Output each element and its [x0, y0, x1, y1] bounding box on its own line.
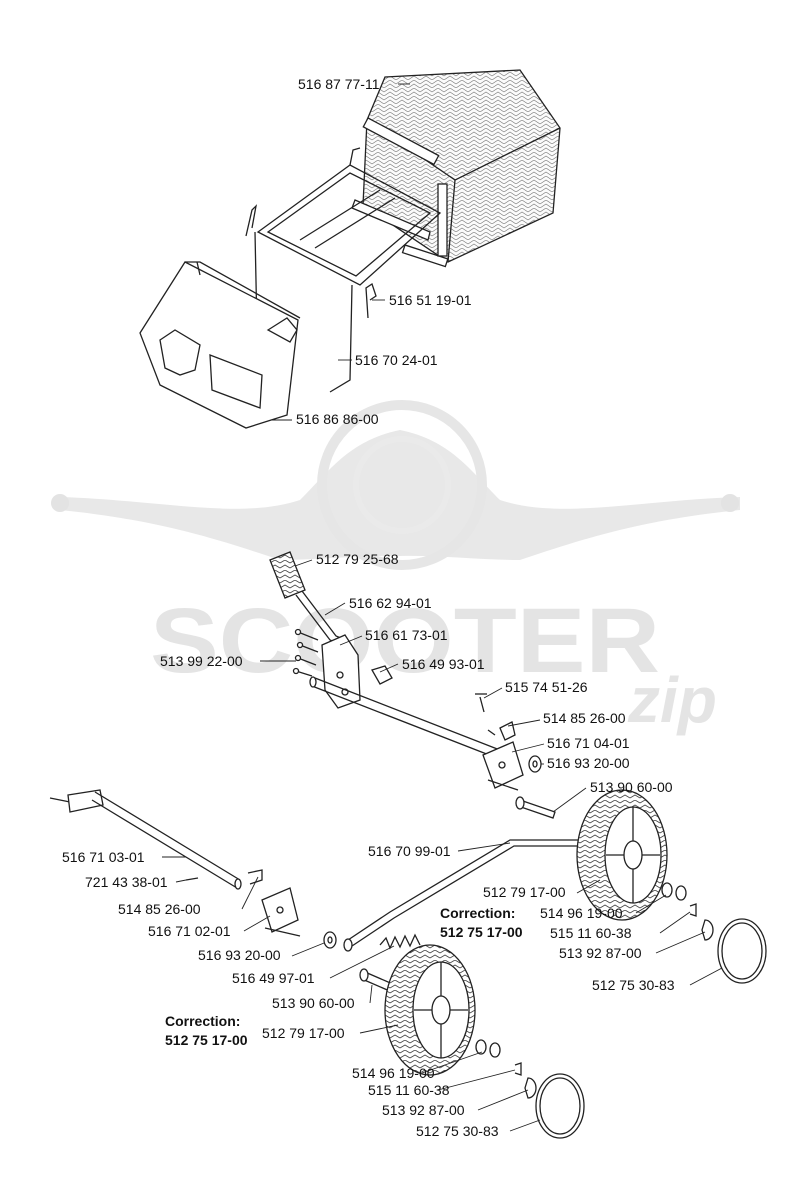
label-cap-wheel-left: 512 75 30-83 — [416, 1123, 499, 1139]
washer-right — [528, 755, 542, 773]
label-clip-left: 514 85 26-00 — [118, 901, 201, 917]
spring — [379, 933, 421, 950]
label-clip-wheel-left: 513 92 87-00 — [382, 1102, 465, 1118]
correction-right-part: 512 75 17-00 — [440, 924, 523, 940]
main-axle-rod — [309, 676, 506, 761]
washers-wheel-left — [475, 1039, 501, 1058]
label-bag-pin: 516 51 19-01 — [389, 292, 472, 308]
label-wheel-left: 512 79 17-00 — [262, 1025, 345, 1041]
wheel-left — [384, 944, 476, 1076]
left-shaft — [49, 789, 242, 890]
label-bag: 516 87 77-11 — [298, 76, 380, 92]
bracket-screws — [292, 628, 319, 677]
label-washer-wheel-right: 514 96 19-00 — [540, 905, 623, 921]
clip-wheel-right — [701, 919, 714, 941]
right-bracket — [482, 741, 524, 791]
label-bag-frame: 516 70 24-01 — [355, 352, 438, 368]
label-lever-bracket: 516 61 73-01 — [365, 627, 448, 643]
bag-pin-right — [365, 282, 377, 319]
label-clip-top: 516 49 93-01 — [402, 656, 485, 672]
label-lever: 516 62 94-01 — [349, 595, 432, 611]
label-clip-right: 514 85 26-00 — [543, 710, 626, 726]
correction-left-title: Correction: — [165, 1013, 240, 1029]
left-washer — [323, 931, 337, 949]
watermark-brand-text: SCOOTER — [150, 590, 660, 692]
label-ring-wheel-left: 515 11 60-38 — [368, 1082, 450, 1098]
ring-wheel-left — [514, 1062, 522, 1076]
correction-right-title: Correction: — [440, 905, 515, 921]
washers-wheel-right — [661, 882, 687, 901]
label-washer-left: 516 93 20-00 — [198, 947, 281, 963]
top-clip — [371, 665, 393, 685]
label-right-bracket: 516 71 04-01 — [547, 735, 630, 751]
ring-wheel-right — [689, 903, 697, 917]
label-screw-small: 515 74 51-26 — [505, 679, 588, 695]
label-axle-left: 513 90 60-00 — [272, 995, 355, 1011]
deflector — [139, 261, 301, 429]
label-washer-right: 516 93 20-00 — [547, 755, 630, 771]
grass-bag — [351, 69, 561, 268]
label-cap-wheel-right: 512 75 30-83 — [592, 977, 675, 993]
label-deflector: 516 86 86-00 — [296, 411, 379, 427]
label-handle-grip: 512 79 25-68 — [316, 551, 399, 567]
left-pin — [185, 877, 199, 881]
label-spring: 516 49 97-01 — [232, 970, 315, 986]
axle-right — [515, 796, 556, 819]
label-washer-wheel-left: 514 96 19-00 — [352, 1065, 435, 1081]
correction-left-part: 512 75 17-00 — [165, 1032, 248, 1048]
wheel-right — [576, 789, 668, 921]
label-link-rod: 516 70 99-01 — [368, 843, 451, 859]
small-screw — [475, 693, 487, 713]
clip-wheel-left — [524, 1077, 537, 1099]
clip-right — [487, 721, 516, 741]
label-pin-left: 721 43 38-01 — [85, 874, 168, 890]
bag-pin-left — [245, 204, 258, 237]
label-ring-wheel-right: 515 11 60-38 — [550, 925, 632, 941]
watermark-logo: SCOOTER zip — [51, 400, 740, 736]
leader-lines — [162, 83, 723, 1132]
label-left-bracket: 516 71 02-01 — [148, 923, 231, 939]
watermark-suffix-text: zip — [627, 664, 717, 736]
label-wheel-right: 512 79 17-00 — [483, 884, 566, 900]
label-clip-wheel-right: 513 92 87-00 — [559, 945, 642, 961]
cap-wheel-left — [535, 1073, 585, 1139]
left-clip — [247, 869, 263, 885]
lever-bracket — [321, 634, 361, 709]
lever-grip — [269, 551, 306, 599]
label-screws: 513 99 22-00 — [160, 653, 243, 669]
label-axle-right: 513 90 60-00 — [590, 779, 673, 795]
left-bracket — [261, 887, 301, 937]
label-left-shaft: 516 71 03-01 — [62, 849, 145, 865]
cap-wheel-right — [717, 918, 767, 984]
